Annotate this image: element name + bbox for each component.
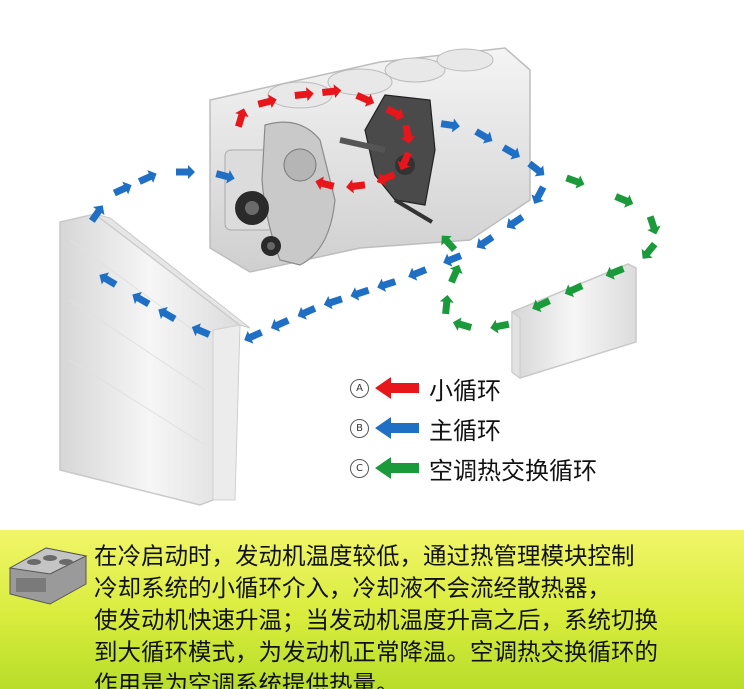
caption-banner: 在冷启动时，发动机温度较低，通过热管理模块控制 冷却系统的小循环介入，冷却液不会…: [0, 530, 744, 689]
flow-arrows: [88, 84, 661, 344]
legend-label-small-loop: 小循环: [429, 376, 501, 405]
ac-loop-arrow: [448, 264, 463, 284]
legend-item-small-loop: A 小循环: [350, 368, 710, 408]
small-loop-arrow: [315, 176, 335, 190]
green-arrow-icon: [375, 457, 419, 479]
small-loop-arrow: [376, 171, 396, 186]
main-loop-arrow: [474, 128, 493, 144]
ac-loop-arrow: [565, 174, 585, 189]
main-loop-arrow: [506, 214, 525, 230]
main-loop-arrow: [176, 165, 195, 179]
ac-loop-arrow: [641, 241, 658, 259]
small-loop-arrow: [235, 108, 249, 128]
caption-text: 在冷启动时，发动机温度较低，通过热管理模块控制 冷却系统的小循环介入，冷却液不会…: [94, 540, 740, 689]
ac-loop-arrow: [439, 295, 454, 315]
main-loop-arrow: [112, 181, 132, 197]
main-loop-arrow: [99, 272, 118, 288]
legend-letter-b: B: [350, 418, 369, 438]
water-pump: [261, 121, 336, 266]
engine-block: [209, 47, 531, 273]
legend: A 小循环 B 主循环 C 空调热交换循环: [350, 368, 710, 488]
main-loop-arrow: [350, 286, 370, 301]
caption-line: 到大循环模式，为发动机正常降温。空调热交换循环的: [94, 638, 658, 666]
main-loop-arrow: [476, 234, 495, 250]
legend-item-main-loop: B 主循环: [350, 408, 710, 448]
ac-loop-arrow: [532, 297, 551, 313]
main-loop-arrow: [527, 160, 545, 177]
small-loop-arrow: [321, 84, 342, 99]
caption-line: 冷却系统的小循环介入，冷却液不会流经散热器，: [94, 574, 611, 602]
small-loop-arrow: [397, 151, 412, 171]
main-loop-arrow: [137, 170, 157, 185]
small-loop-arrow: [355, 92, 375, 107]
main-loop-arrow: [531, 185, 547, 204]
main-loop-arrow: [297, 305, 317, 320]
main-loop-arrow: [88, 205, 105, 223]
small-loop-arrow: [401, 124, 415, 144]
ac-loop-arrow: [605, 265, 625, 280]
legend-item-ac-loop: C 空调热交换循环: [350, 448, 710, 488]
blue-arrow-icon: [375, 417, 419, 439]
main-loop-arrow: [443, 252, 463, 267]
pump-pulley: [235, 191, 281, 256]
main-radiator: [59, 213, 251, 506]
legend-letter-c: C: [350, 458, 369, 478]
ac-loop-arrow: [441, 235, 458, 253]
heater-core: [511, 263, 637, 379]
engine-thumbnail-icon: [8, 547, 88, 605]
main-loop-arrow: [215, 170, 235, 184]
main-loop-arrow: [323, 295, 343, 310]
ac-loop-arrow: [490, 319, 510, 334]
legend-letter-a: A: [350, 378, 369, 398]
main-loop-arrow: [270, 317, 290, 332]
main-loop-arrow: [377, 278, 397, 292]
main-loop-arrow: [191, 323, 211, 338]
small-loop-arrow: [294, 87, 314, 102]
small-loop-arrow: [346, 179, 366, 194]
small-loop-arrow: [257, 94, 277, 109]
main-loop-arrow: [440, 118, 460, 133]
caption-line: 作用是为空调系统提供热量。: [94, 670, 400, 689]
small-loop-arrow: [385, 105, 404, 121]
ac-loop-arrow: [646, 215, 661, 235]
ac-loop-arrow: [564, 282, 584, 298]
ac-loop-arrow: [452, 317, 473, 331]
cooling-circuit-diagram: [59, 47, 661, 506]
caption-line: 使发动机快速升温；当发动机温度升高之后，系统切换: [94, 606, 658, 634]
main-loop-arrow: [244, 329, 263, 344]
main-loop-arrow: [408, 266, 428, 281]
red-arrow-icon: [375, 377, 419, 399]
main-loop-arrow: [132, 291, 151, 308]
main-loop-arrow: [501, 144, 520, 160]
legend-label-ac-loop: 空调热交换循环: [429, 456, 597, 485]
main-loop-arrow: [158, 306, 177, 323]
ac-loop-arrow: [614, 193, 634, 208]
caption-line: 在冷启动时，发动机温度较低，通过热管理模块控制: [94, 542, 635, 570]
legend-label-main-loop: 主循环: [429, 416, 501, 445]
